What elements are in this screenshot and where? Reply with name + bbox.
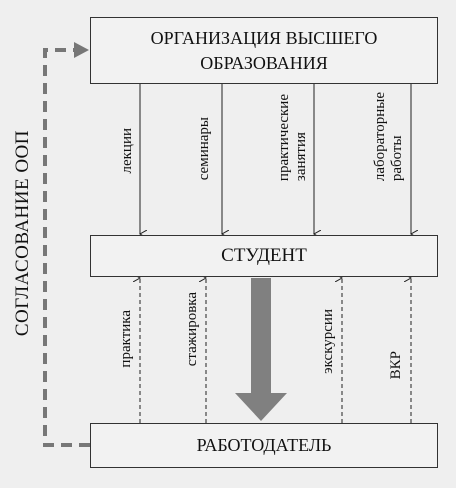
dashed-loop-line bbox=[43, 48, 90, 447]
organization-line2: ОБРАЗОВАНИЯ bbox=[200, 52, 328, 73]
organization-line1: ОРГАНИЗАЦИЯ ВЫСШЕГО bbox=[150, 27, 378, 48]
side-label-oop-agreement: СОГЛАСОВАНИЕ ООП bbox=[12, 130, 33, 337]
label-excursions: экскурсии bbox=[320, 309, 336, 374]
student-box: СТУДЕНТ bbox=[90, 235, 438, 277]
label-labs: лабораторные работы bbox=[372, 92, 405, 182]
student-label: СТУДЕНТ bbox=[221, 245, 307, 266]
label-internship: стажировка bbox=[184, 292, 200, 367]
label-practice: практика bbox=[118, 310, 134, 368]
label-lectures: лекции bbox=[119, 128, 135, 174]
employer-label: РАБОТОДАТЕЛЬ bbox=[196, 435, 332, 455]
organization-box: ОРГАНИЗАЦИЯ ВЫСШЕГО ОБРАЗОВАНИЯ bbox=[90, 17, 438, 84]
label-vkr: ВКР bbox=[388, 351, 404, 380]
big-arrow-student-to-employer bbox=[235, 278, 287, 421]
employer-box: РАБОТОДАТЕЛЬ bbox=[90, 423, 438, 468]
dashed-loop-arrowhead bbox=[74, 42, 89, 58]
label-practical: практические занятия bbox=[276, 94, 309, 182]
label-seminars: семинары bbox=[196, 117, 212, 181]
